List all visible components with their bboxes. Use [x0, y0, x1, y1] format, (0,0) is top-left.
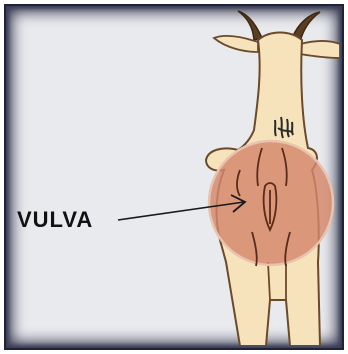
vulva-label: VULVA: [17, 207, 93, 233]
left-ear: [214, 36, 258, 52]
highlight-circle: [209, 141, 333, 265]
right-ear: [300, 41, 340, 58]
left-horn: [238, 11, 262, 40]
